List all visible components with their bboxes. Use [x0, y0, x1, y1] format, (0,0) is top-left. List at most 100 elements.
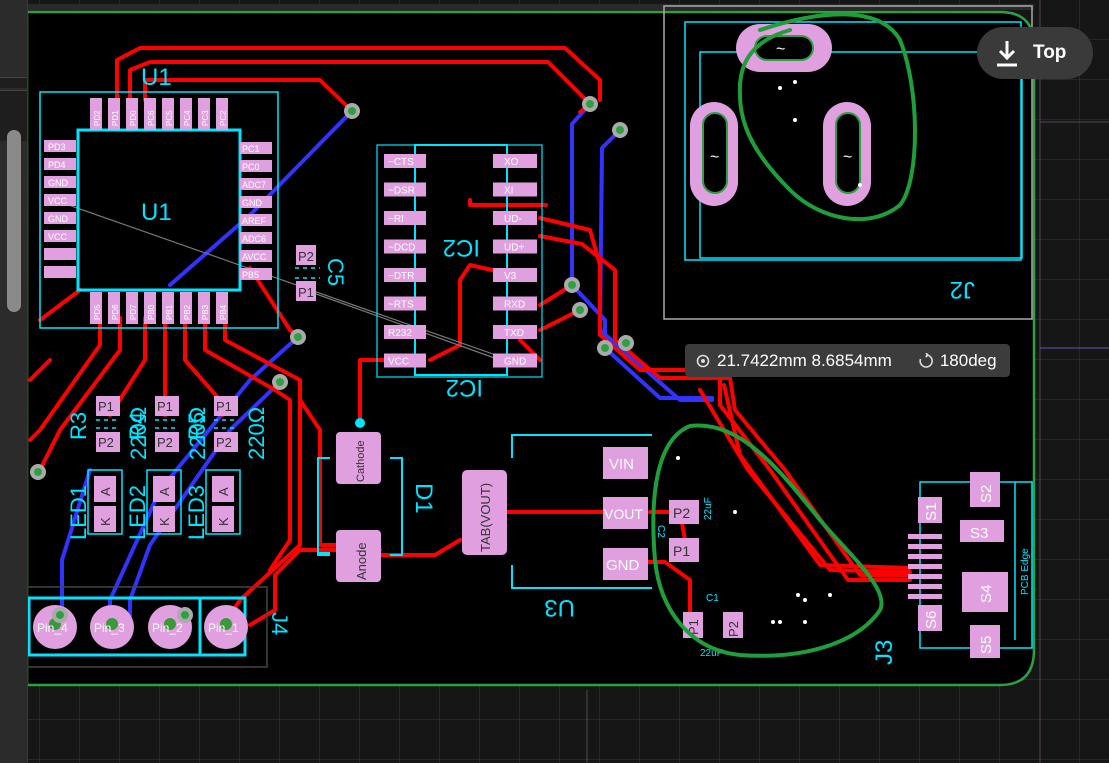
u1-pin-top-label: PD0 — [129, 110, 138, 126]
ic2-pad-right[interactable] — [493, 211, 537, 225]
ic2-pad-left[interactable] — [384, 353, 426, 368]
u1-pad-bottom[interactable] — [180, 292, 192, 324]
j3-finger-pad[interactable] — [908, 594, 942, 599]
j4-pin-hole — [164, 618, 176, 630]
component-ic2[interactable]: IC2 IC2 ~CTS~DSR~RI~DCD~DTR~RTSR232VCCXO… — [376, 144, 543, 401]
c5-pad-p1: P1 — [298, 285, 314, 300]
u1-pad-bottom[interactable] — [162, 292, 174, 324]
u1-pad-top[interactable] — [180, 98, 192, 130]
c1-value: 22uF — [700, 648, 723, 659]
component-j2[interactable]: ~ ~ ~ J2 — [663, 5, 1033, 320]
led-pad-k: K — [216, 517, 231, 526]
u1-pad-bottom[interactable] — [90, 292, 102, 324]
u1-pad-top[interactable] — [198, 98, 210, 130]
cursor-coordinate-tooltip: 21.7422mm 8.6854mm 180deg — [685, 344, 1010, 377]
u1-pad-top[interactable] — [162, 98, 174, 130]
component-d1[interactable]: Cathode Anode D1 — [317, 418, 437, 582]
u1-pad-right[interactable] — [240, 250, 272, 262]
ic2-pad-right[interactable] — [493, 325, 537, 339]
via-hole — [586, 100, 594, 108]
c5-designator: C5 — [323, 258, 348, 286]
j3-finger-pad[interactable] — [908, 544, 942, 549]
u1-pad-right[interactable] — [240, 178, 272, 190]
j4-pin-label: Pin_3 — [94, 621, 125, 635]
u1-pad-right[interactable] — [240, 196, 272, 208]
crosshair-icon — [696, 354, 710, 367]
ic2-pad-left[interactable] — [384, 268, 426, 282]
u1-pad-top[interactable] — [216, 98, 228, 130]
component-c2[interactable]: P2 P1 22uF C2 — [655, 497, 714, 562]
top-layer-button[interactable]: Top — [977, 27, 1093, 79]
download-icon — [997, 41, 1017, 67]
u1-pad-bottom[interactable] — [126, 292, 138, 324]
u1-pad-bottom[interactable] — [198, 292, 210, 324]
led-designator: LED1 — [66, 485, 91, 540]
u1-pad-top[interactable] — [126, 98, 138, 130]
u1-pad-right[interactable] — [240, 214, 272, 226]
u1-pad-left[interactable] — [44, 140, 76, 152]
u1-pin-left-label: PD3 — [48, 142, 66, 152]
u1-pad-left[interactable] — [44, 194, 76, 206]
ic2-pad-right[interactable] — [493, 296, 537, 311]
u1-pad-top[interactable] — [90, 98, 102, 130]
u1-pad-right[interactable] — [240, 268, 272, 280]
u1-pad-left[interactable] — [44, 266, 76, 278]
j4-pin-hole — [106, 618, 118, 630]
u1-pad-top[interactable] — [144, 98, 156, 130]
ic2-pad-right[interactable] — [493, 239, 537, 254]
u1-pin-right-label: ADC6 — [242, 234, 266, 244]
u1-pad-left[interactable] — [44, 230, 76, 242]
j3-pad-s2: S2 — [978, 485, 995, 503]
j3-finger-pad[interactable] — [908, 574, 942, 579]
j3-finger-pad[interactable] — [908, 534, 942, 539]
ic2-pin-right-label: TXD — [504, 328, 524, 339]
u1-pad-left[interactable] — [44, 158, 76, 170]
u1-pad-right[interactable] — [240, 232, 272, 244]
ic2-pad-right[interactable] — [493, 268, 537, 282]
j3-finger-pad[interactable] — [908, 584, 942, 589]
component-c5[interactable]: P2 P1 C5 — [295, 245, 348, 301]
component-u1[interactable]: U1 U1 PD3PD4GNDVCCGNDVCCPC1PC0ADC7GNDARE… — [39, 64, 279, 329]
u1-pad-bottom[interactable] — [144, 292, 156, 324]
component-u3[interactable]: TAB(VOUT) VIN VOUT GND U3 — [462, 434, 652, 621]
u1-pin-right-label: PC0 — [242, 162, 260, 172]
ic2-pad-left[interactable] — [384, 239, 426, 254]
j3-finger-pad[interactable] — [908, 564, 942, 569]
u1-pad-top[interactable] — [108, 98, 120, 130]
ic2-pin-left-label: ~RTS — [388, 300, 414, 311]
ic2-pad-left[interactable] — [384, 154, 426, 168]
ic2-pad-left[interactable] — [384, 182, 426, 197]
u1-pad-right[interactable] — [240, 160, 272, 172]
u1-pin-right-label: PB5 — [242, 270, 259, 280]
sidebar-tab[interactable] — [0, 77, 27, 88]
ic2-pad-left[interactable] — [384, 325, 426, 339]
ic2-pad-left[interactable] — [384, 296, 426, 311]
annotation-markup — [651, 12, 917, 658]
component-j3[interactable]: S1 S2 S3 S4 S5 S6 PCB Edge J3 — [676, 456, 1033, 665]
via-hole — [601, 344, 609, 352]
u1-pad-left[interactable] — [44, 212, 76, 224]
u1-pad-left[interactable] — [44, 176, 76, 188]
u1-pin-bottom-label: PB4 — [219, 304, 228, 320]
ic2-pad-right[interactable] — [493, 154, 537, 168]
ic2-pad-right[interactable] — [493, 353, 537, 368]
u1-pad-bottom[interactable] — [108, 292, 120, 324]
c1-pad-p2: P2 — [726, 621, 741, 637]
u1-pad-left[interactable] — [44, 248, 76, 260]
vertical-scrollbar[interactable] — [7, 130, 21, 312]
j3-finger-pad[interactable] — [908, 554, 942, 559]
u1-pad-right[interactable] — [240, 142, 272, 154]
ic2-pad-right[interactable] — [493, 182, 537, 197]
ic2-pad-left[interactable] — [384, 211, 426, 225]
u1-pad-bottom[interactable] — [216, 292, 228, 324]
